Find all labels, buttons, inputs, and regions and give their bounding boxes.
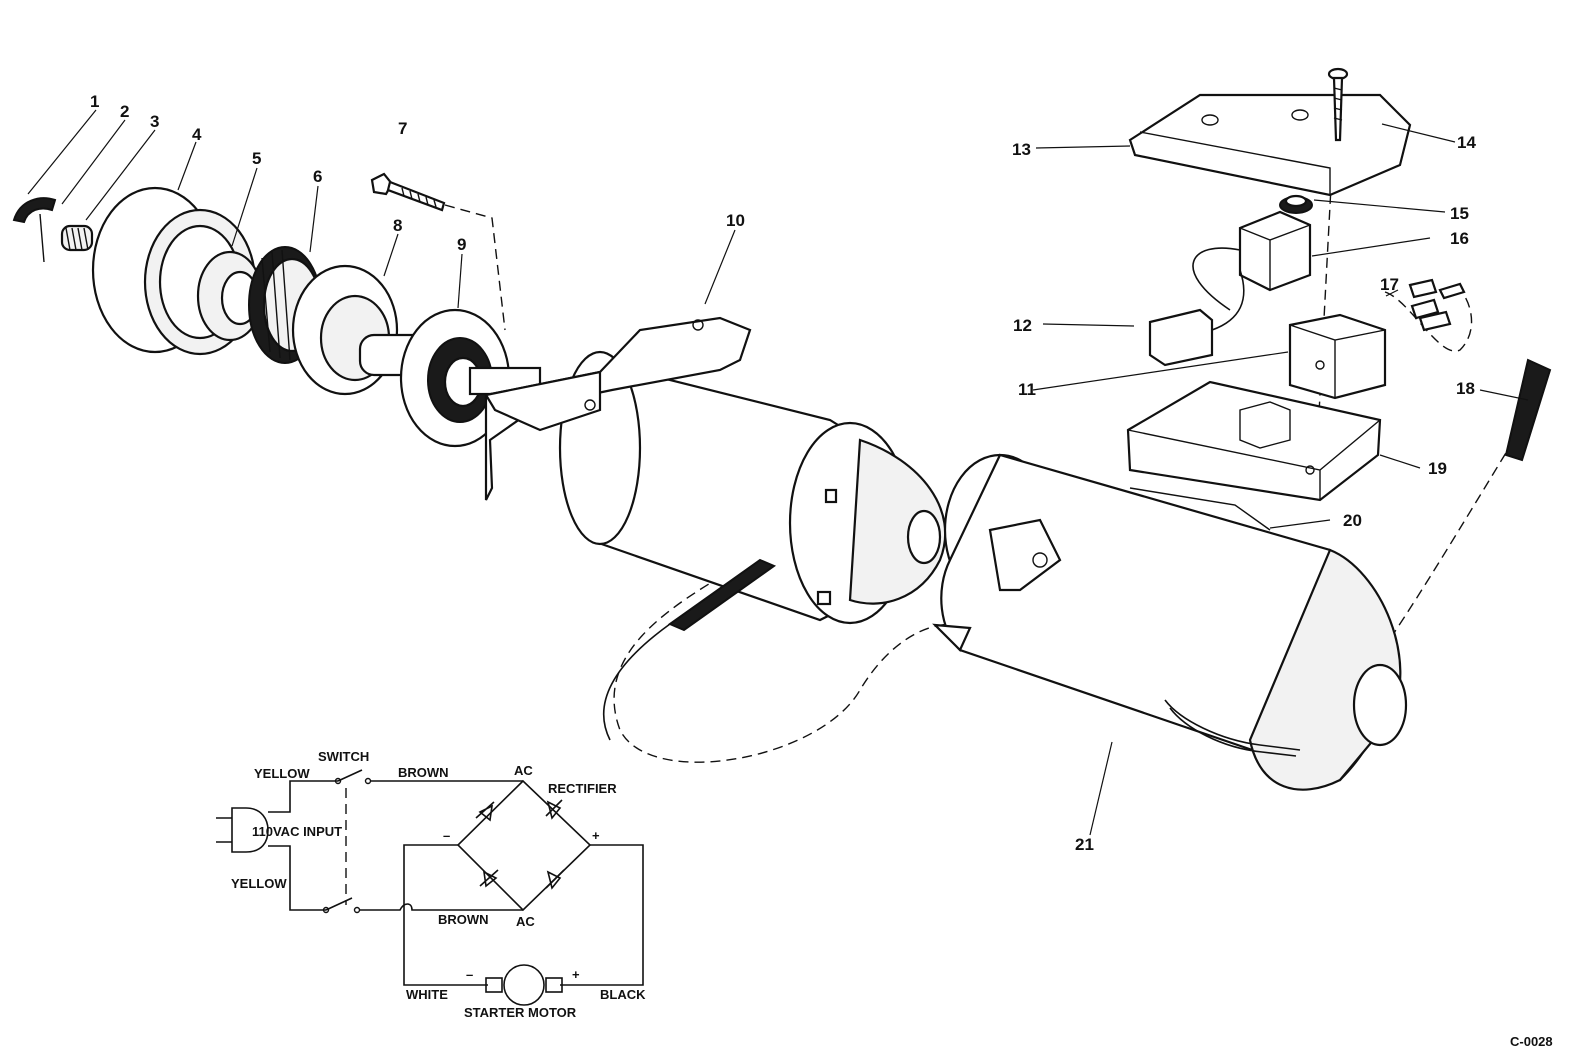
callout-9: 9 [457,235,466,254]
part-10-starter-motor [468,316,947,741]
part-11-rectifier [1288,313,1387,400]
part-1-lock-ring [12,197,57,263]
label-rectifier: RECTIFIER [548,781,617,796]
label-ac-top: AC [514,763,533,778]
callout-2: 2 [120,102,129,121]
part-20-gasket [1129,487,1271,531]
callout-20: 20 [1343,511,1362,530]
motor-lead-wire-path [613,559,961,763]
callout-8: 8 [393,216,402,235]
part-18-sleeve [1504,358,1552,462]
callout-17: 17 [1380,275,1399,294]
callout-11: 11 [1018,380,1036,399]
callout-15: 15 [1450,204,1469,223]
bolt-alignment-line [444,204,506,331]
label-switch: SWITCH [318,749,369,764]
label-white: WHITE [406,987,448,1002]
callout-13: 13 [1012,140,1031,159]
label-motor-minus: – [466,967,473,982]
part-14-screw [1327,67,1349,142]
part-16-switch [1192,210,1312,311]
plug-symbol [216,807,269,853]
callout-10: 10 [726,211,745,230]
part-21-cover [932,453,1408,791]
label-minus: – [443,828,450,843]
callout-5: 5 [252,149,261,168]
callout-4: 4 [192,125,202,144]
part-19-base [1126,380,1382,502]
part-17-connectors [1408,278,1466,332]
wiring-schematic [216,769,644,1006]
label-110vac-input: 110VAC INPUT [252,824,342,839]
label-black: BLACK [600,987,646,1002]
label-brown-top: BROWN [398,765,449,780]
label-brown-bottom: BROWN [438,912,489,927]
label-starter-motor: STARTER MOTOR [464,1005,577,1020]
callout-7: 7 [398,119,407,138]
label-motor-plus: + [572,967,580,982]
callout-16: 16 [1450,229,1469,248]
callout-6: 6 [313,167,322,186]
callout-18: 18 [1456,379,1475,398]
drawing-number: C-0028 [1510,1034,1553,1049]
part-3-spring [60,224,94,252]
switch-symbol [325,769,363,911]
callout-3: 3 [150,112,159,131]
callout-21: 21 [1075,835,1094,854]
part-15-grommet [1279,194,1313,214]
callout-19: 19 [1428,459,1447,478]
part-13-top-plate [1128,93,1412,197]
starter-motor-symbol [503,964,545,1006]
callout-1: 1 [90,92,99,111]
callout-12: 12 [1013,316,1032,335]
part-12-switch [1148,269,1245,367]
label-yellow-top: YELLOW [254,766,310,781]
connector-path [1384,289,1473,352]
leader-lines [27,109,1529,836]
bridge-rectifier [456,779,592,912]
label-ac-bottom: AC [516,914,535,929]
callout-14: 14 [1457,133,1476,152]
label-plus: + [592,828,600,843]
label-yellow-bottom: YELLOW [231,876,287,891]
part-7-bolt [370,172,446,212]
